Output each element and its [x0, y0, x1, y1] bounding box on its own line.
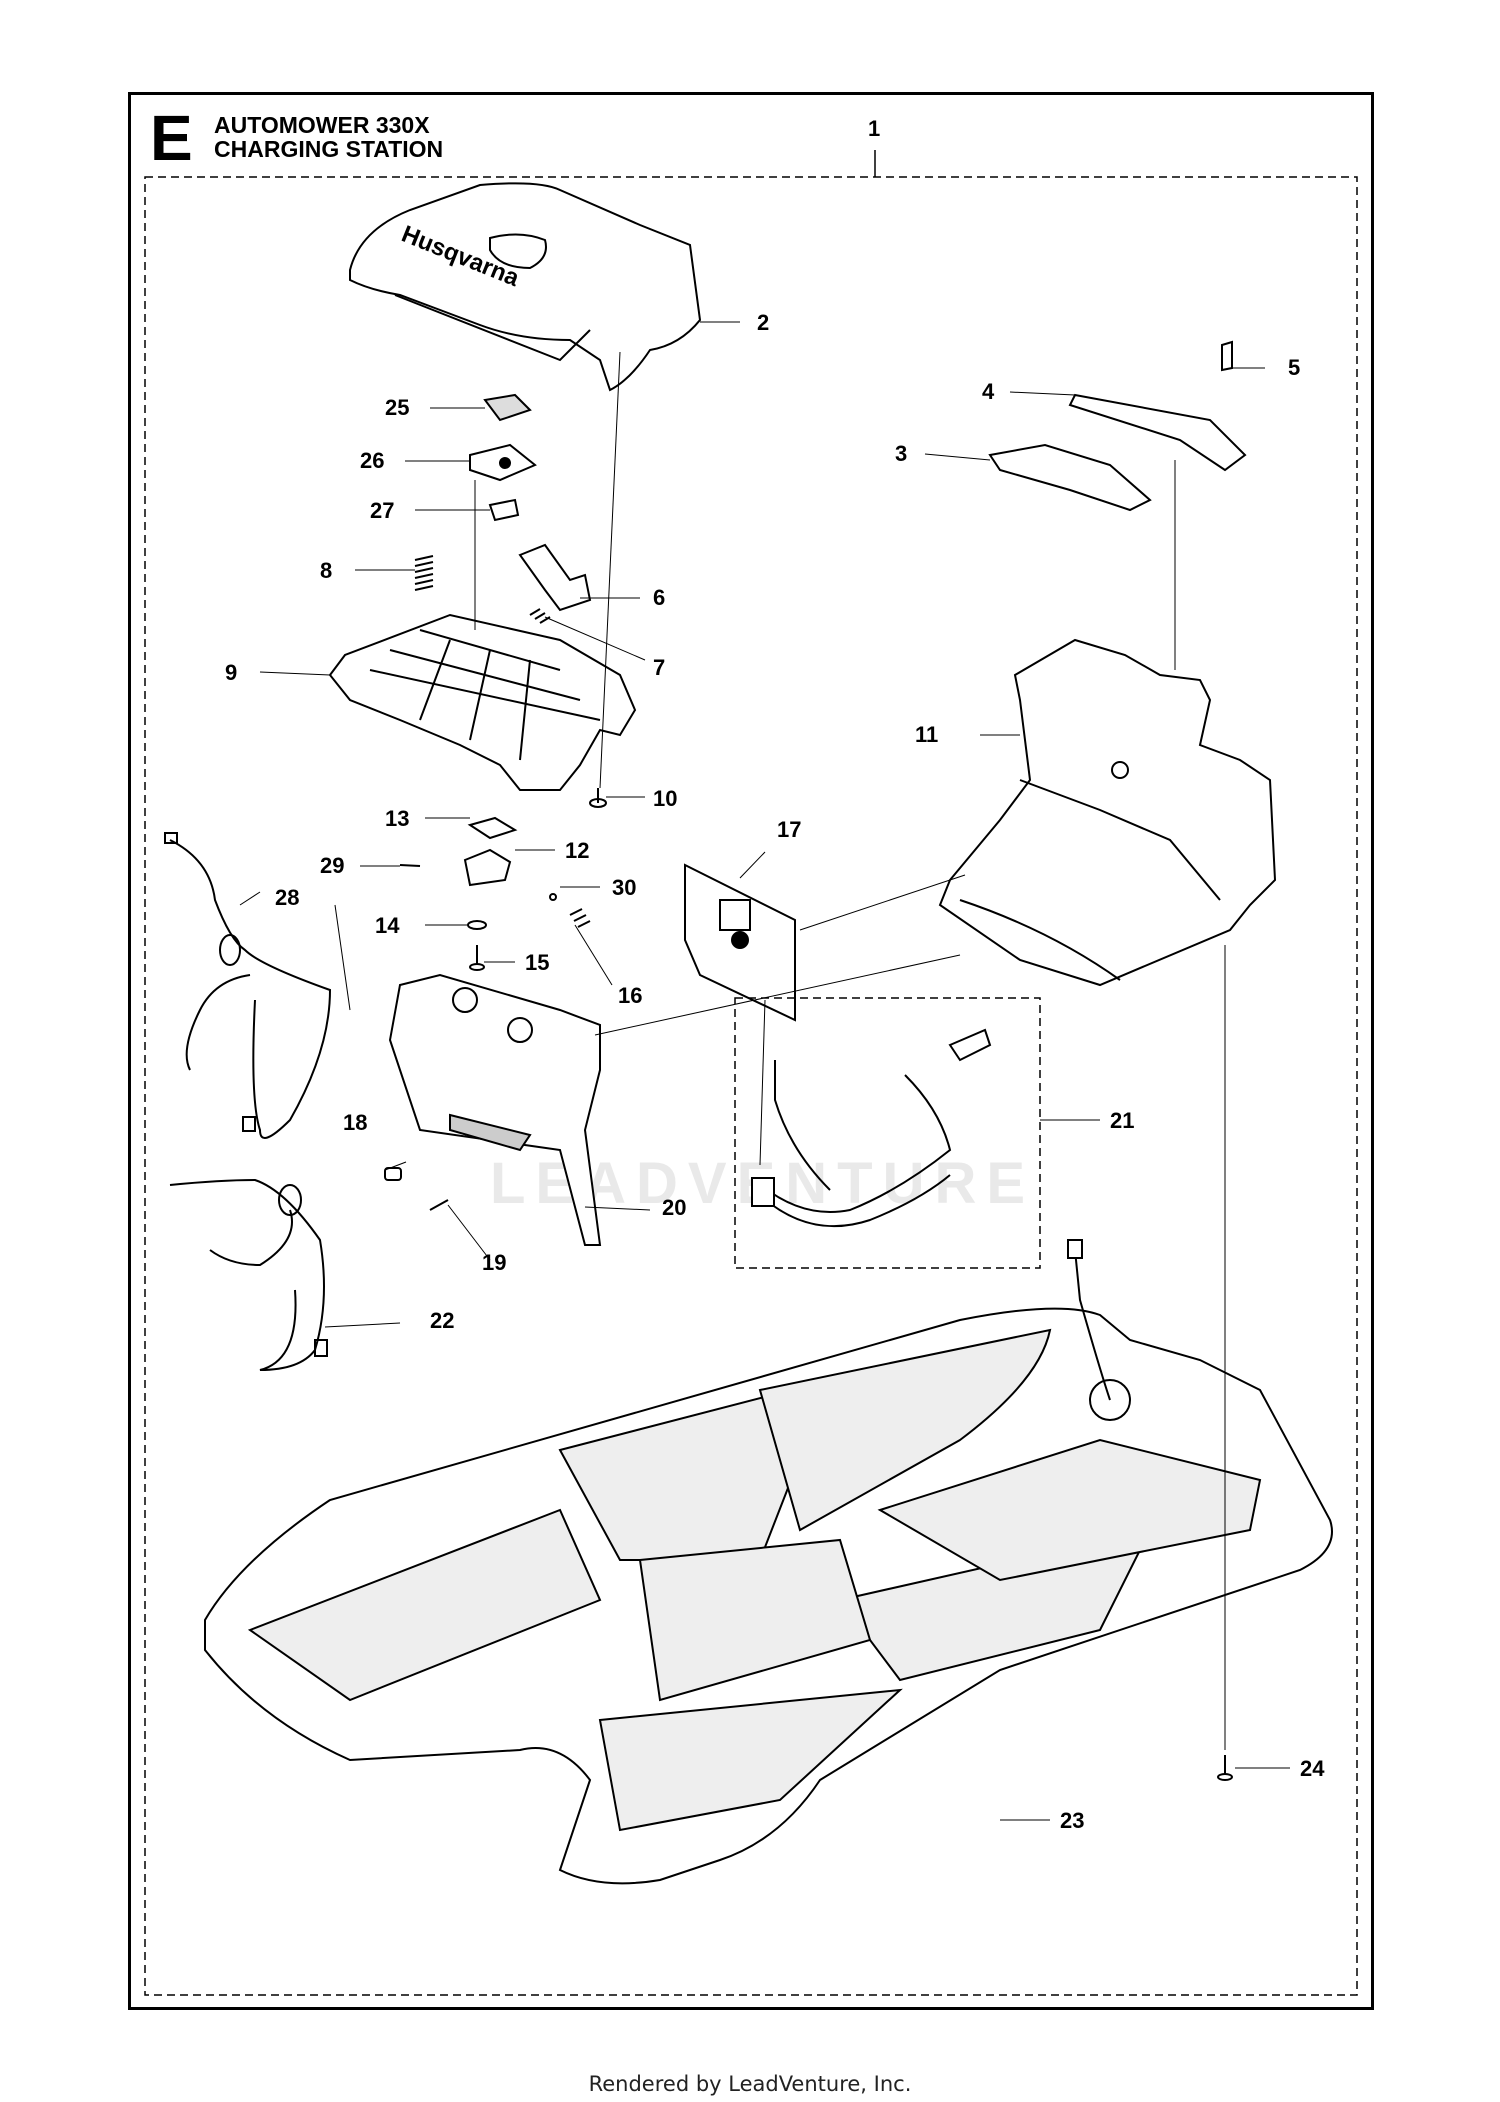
part-25-small-plate [483, 393, 532, 422]
callout-7: 7 [653, 655, 665, 680]
callout-13: 13 [385, 806, 409, 831]
callout-23: 23 [1060, 1808, 1084, 1833]
callout-14: 14 [375, 913, 400, 938]
part-18-plug [384, 1167, 402, 1181]
callout-6: 6 [653, 585, 665, 610]
callout-15: 15 [525, 950, 549, 975]
callout-16: 16 [618, 983, 642, 1008]
callout-9: 9 [225, 660, 237, 685]
part-11-base-housing [938, 638, 1277, 987]
callout-18: 18 [343, 1110, 367, 1135]
callout-2: 2 [757, 310, 769, 335]
part-8-spring [414, 555, 434, 591]
diagram-title-line2: CHARGING STATION [214, 136, 444, 162]
part-22-cable [169, 1178, 328, 1371]
part-7-spring [529, 608, 551, 624]
part-24-screw [1217, 1755, 1233, 1781]
callout-30: 30 [612, 875, 636, 900]
part-15-screw [469, 945, 485, 971]
part-30-pin [549, 893, 557, 901]
part-5-clip [1221, 340, 1233, 372]
part-29-pin [399, 864, 421, 867]
part-12-holder [463, 848, 512, 887]
part-19-screw [429, 1199, 449, 1211]
part-27-clip [488, 498, 520, 522]
callout-26: 26 [360, 448, 384, 473]
diagram-title-line1: AUTOMOWER 330X [214, 112, 430, 138]
part-23-cable [1067, 1239, 1111, 1401]
callout-8: 8 [320, 558, 332, 583]
part-10-screw [589, 788, 607, 808]
callout-27: 27 [370, 498, 394, 523]
callout-22: 22 [430, 1308, 454, 1333]
callout-17: 17 [777, 817, 801, 842]
part-28-cable [164, 832, 332, 1139]
callout-12: 12 [565, 838, 589, 863]
footer-credit: Rendered by LeadVenture, Inc. [588, 2072, 912, 2096]
part-4-rail [1068, 393, 1247, 472]
callout-28: 28 [275, 885, 299, 910]
callout-1: 1 [868, 116, 880, 141]
part-16-spring [569, 908, 591, 928]
callout-11: 11 [915, 722, 938, 747]
callout-21: 21 [1110, 1108, 1134, 1133]
part-2-top-cover: Husqvarna [349, 182, 702, 392]
part-17-circuit-board [684, 863, 796, 1022]
part-14-washer [467, 920, 487, 930]
callout-4: 4 [982, 379, 995, 404]
part-20-rear-housing [388, 973, 602, 1246]
callout-3: 3 [895, 441, 907, 466]
page-frame [128, 92, 1374, 2010]
callout-25: 25 [385, 395, 409, 420]
callout-19: 19 [482, 1250, 506, 1275]
part-9-frame [328, 613, 637, 791]
part-21-wire-harness [751, 1028, 992, 1228]
part-21-harness-box [734, 997, 1041, 1269]
callout-29: 29 [320, 853, 344, 878]
callout-leaders [239, 321, 1290, 1821]
assembly-boundary [144, 176, 1358, 1996]
section-letter: E [150, 102, 193, 174]
part-26-plate [469, 443, 537, 482]
callout-24: 24 [1300, 1756, 1325, 1781]
part-3-plate [988, 443, 1152, 512]
part-13-bracket [467, 816, 518, 840]
part-6-latch [518, 543, 592, 612]
callout-5: 5 [1288, 355, 1300, 380]
callout-20: 20 [662, 1195, 686, 1220]
part-23-base-plate [204, 1307, 1333, 1885]
callout-10: 10 [653, 786, 677, 811]
